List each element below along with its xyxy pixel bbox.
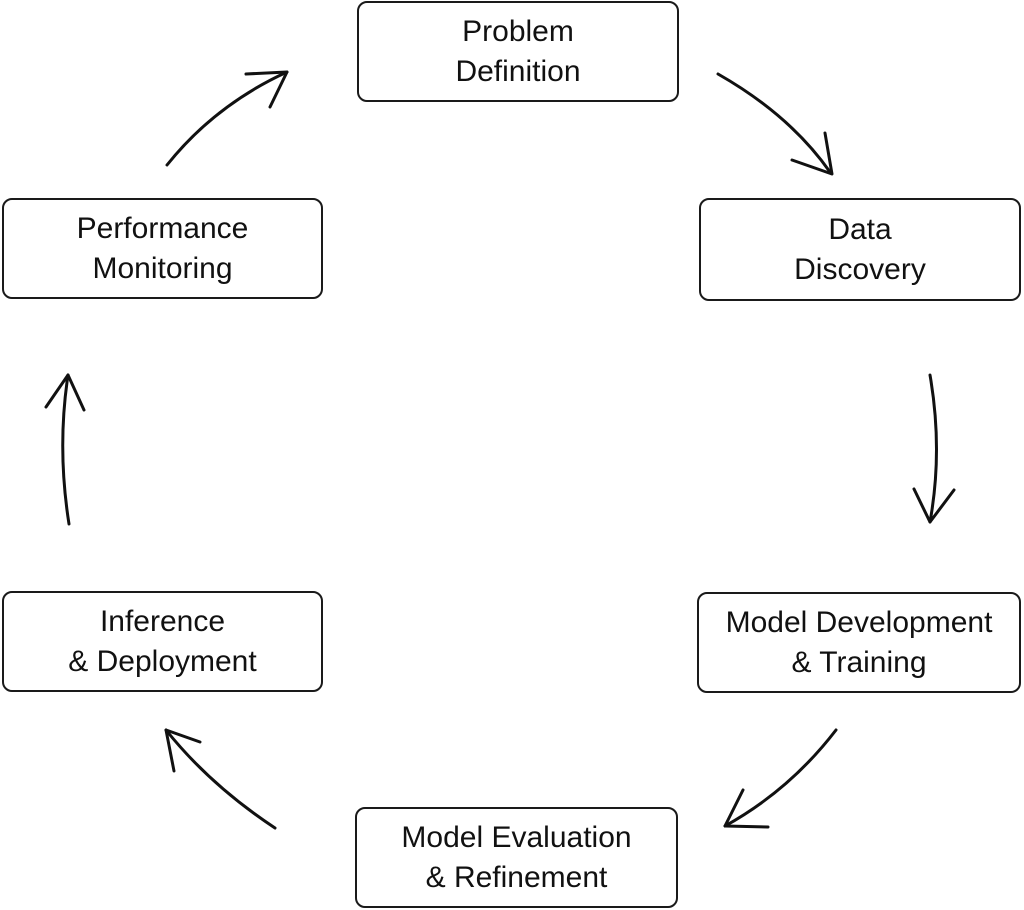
arrow-monitoring-to-problem bbox=[165, 70, 289, 167]
arrow-inference-to-monitoring bbox=[44, 373, 86, 526]
arrow-eval-to-inference bbox=[164, 728, 277, 830]
arrow-data-to-model-dev bbox=[912, 373, 956, 524]
arrow-problem-to-data bbox=[716, 72, 834, 176]
node-label-line: Definition bbox=[455, 54, 581, 88]
node-performance-monitoring: Performance Monitoring bbox=[2, 198, 323, 299]
node-inference-deployment: Inference & Deployment bbox=[2, 591, 323, 692]
node-label-line: Data bbox=[828, 212, 892, 246]
node-label-line: Problem bbox=[462, 14, 574, 48]
node-model-development-training: Model Development & Training bbox=[697, 592, 1021, 693]
node-label-line: Performance bbox=[76, 211, 249, 245]
node-label-line: Monitoring bbox=[92, 251, 233, 285]
node-label-line: & Refinement bbox=[425, 860, 608, 894]
arrow-model-dev-to-eval bbox=[723, 728, 838, 829]
node-label-line: Model Development bbox=[725, 605, 993, 639]
node-problem-definition: Problem Definition bbox=[357, 1, 679, 102]
node-label-line: Model Evaluation bbox=[401, 820, 632, 854]
node-label-line: & Deployment bbox=[68, 644, 257, 678]
node-label-line: Inference bbox=[99, 604, 226, 638]
node-model-evaluation-refinement: Model Evaluation & Refinement bbox=[355, 807, 678, 908]
node-label-line: Discovery bbox=[794, 252, 926, 286]
node-data-discovery: Data Discovery bbox=[699, 198, 1021, 301]
node-label-line: & Training bbox=[791, 645, 927, 679]
